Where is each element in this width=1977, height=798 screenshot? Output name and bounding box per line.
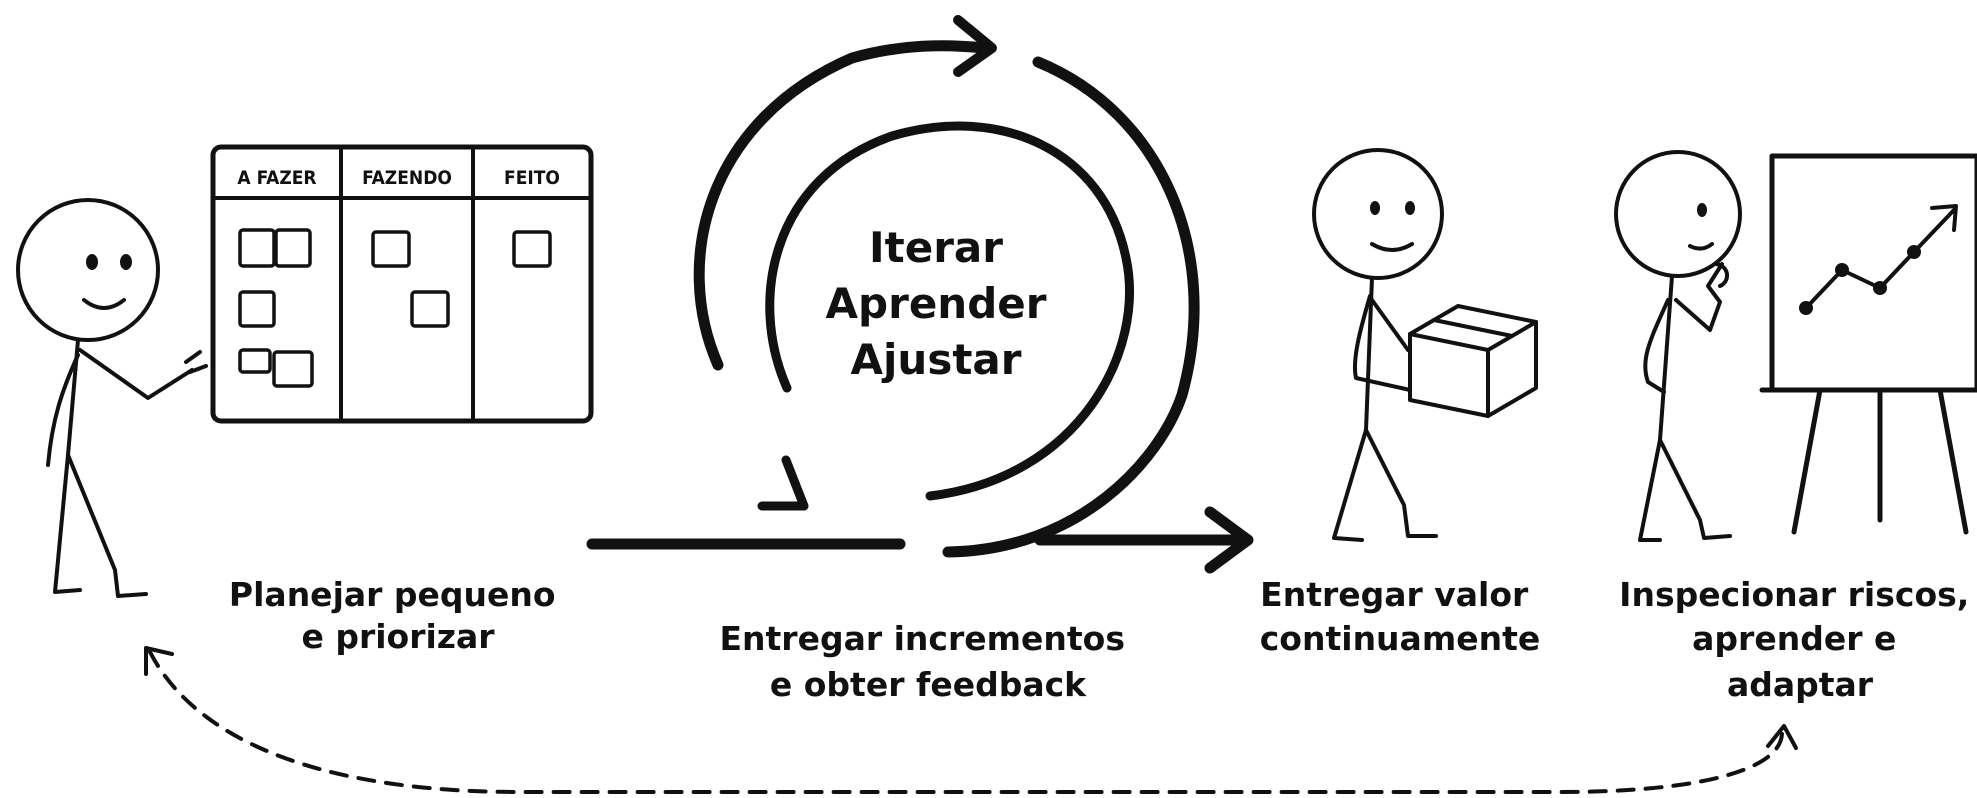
feedback-arrowhead-right (1766, 724, 1798, 750)
inspector-figure (1614, 150, 1742, 542)
delivery-figure (1312, 148, 1538, 542)
feedback-dashed-line (148, 650, 1784, 794)
kanban-card (371, 230, 411, 268)
loop-arc-outer-right (942, 56, 1200, 558)
stage-caption-increments: Entregar incrementos e obter feedback (720, 619, 1137, 704)
trend-up-icon (1799, 204, 1958, 315)
planner-head (16, 198, 160, 342)
kanban-column-todo: A FAZER (237, 167, 316, 189)
planner-face (82, 254, 132, 310)
feedback-loop-arrow (144, 646, 1798, 794)
kanban-card (512, 230, 552, 268)
kanban-column-doing: FAZENDO (362, 167, 452, 189)
feedback-arrowhead-left (144, 646, 174, 676)
stage-caption-inspect: Inspecionar riscos, aprender e adaptar (1619, 575, 1977, 704)
chart-board-frame (1769, 153, 1977, 393)
loop-word-learn: Aprender (826, 279, 1047, 328)
kanban-card (238, 228, 276, 268)
delivery-head (1312, 148, 1444, 280)
kanban-frame (210, 144, 594, 424)
loop-word-iterate: Iterar (869, 223, 1003, 272)
loop-arc-outer-left (693, 40, 990, 371)
stage-caption-deliver: Entregar valor continuamente (1260, 575, 1540, 658)
kanban-card (272, 350, 314, 388)
kanban-cards (238, 228, 552, 388)
loop-exit-arrowhead (1204, 506, 1254, 574)
loop-arrowhead-inner (757, 455, 809, 511)
kanban-card (238, 348, 272, 374)
kanban-card (274, 228, 312, 268)
kanban-column-done: FEITO (504, 167, 560, 189)
box-icon (1408, 304, 1538, 418)
planner-figure (16, 198, 208, 598)
loop-arrowhead-top (953, 15, 997, 77)
kanban-board: A FAZER FAZENDO FEITO (210, 144, 594, 424)
easel-legs (1791, 387, 1969, 535)
iteration-loop: Iterar Aprender Ajustar (586, 15, 1254, 574)
kanban-card (238, 290, 276, 328)
stage-caption-plan: Planejar pequeno e priorizar (229, 575, 567, 656)
loop-arc-inner (765, 121, 1134, 501)
chart-board (1759, 153, 1977, 535)
inspector-head (1614, 150, 1742, 278)
loop-word-adjust: Ajustar (851, 335, 1022, 384)
kanban-card (410, 290, 450, 328)
